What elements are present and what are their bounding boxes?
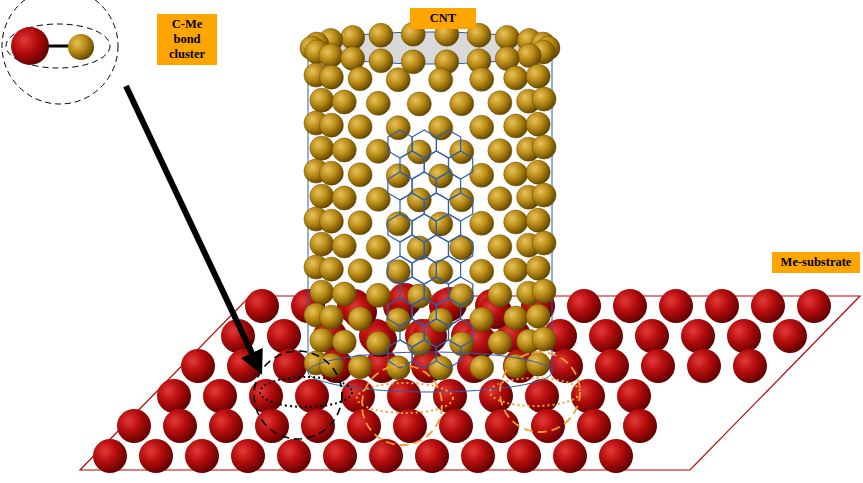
bond-site-ellipse xyxy=(260,377,352,407)
bond-site-circle xyxy=(254,351,342,439)
bond-site-ellipse xyxy=(357,383,453,413)
label-box: Me-substrate xyxy=(772,252,860,273)
pointer-arrow xyxy=(126,86,258,366)
nanotube-body xyxy=(308,32,552,372)
bond-cluster-icon xyxy=(2,0,118,104)
bond-site-circle xyxy=(362,365,442,445)
nanotube-base xyxy=(308,352,552,392)
nanotube-atoms xyxy=(300,22,560,380)
bond-site-circle xyxy=(500,352,580,432)
label-text: C-Me bond cluster xyxy=(161,17,213,62)
substrate-atoms xyxy=(93,289,831,473)
label-box: C-Me bond cluster xyxy=(157,14,217,65)
label-text: Me-substrate xyxy=(776,255,856,270)
bond-site-ellipse xyxy=(490,378,580,406)
label-box: CNT xyxy=(410,8,476,29)
substrate-atoms-behind-tube xyxy=(343,283,512,359)
label-text: CNT xyxy=(414,11,472,26)
hexagon-lattice xyxy=(388,130,473,368)
